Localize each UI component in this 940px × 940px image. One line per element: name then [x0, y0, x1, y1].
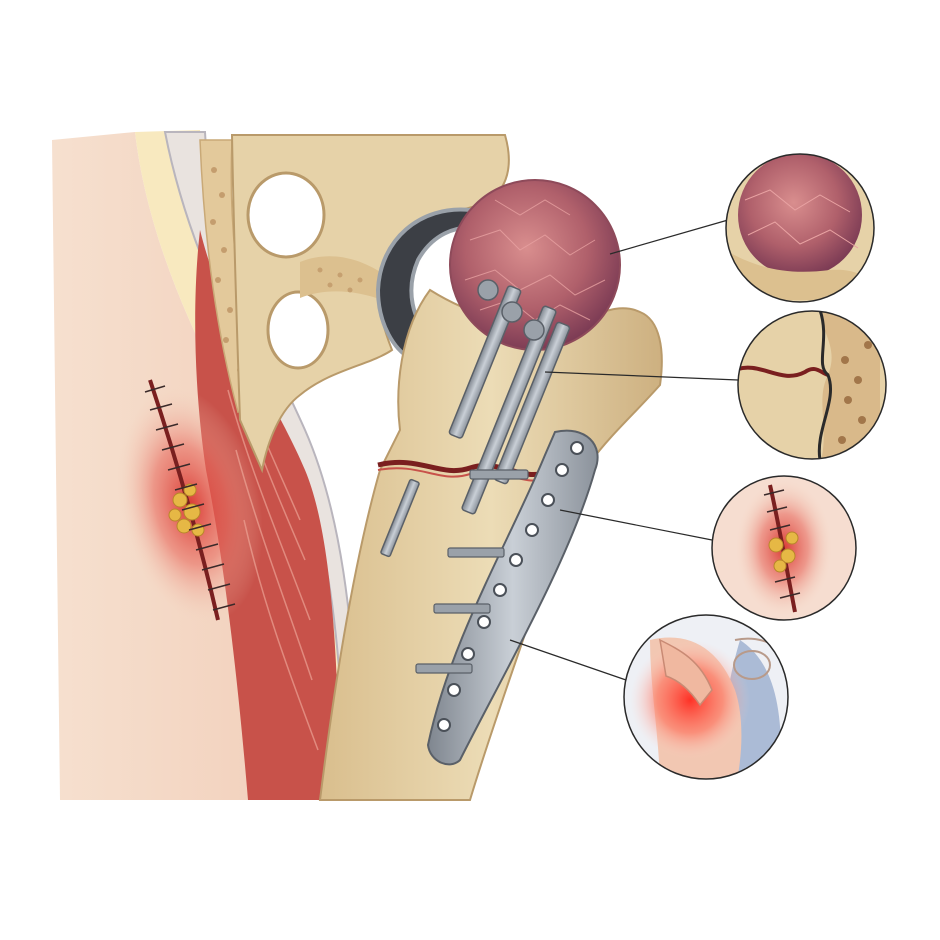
inset-wound — [711, 475, 857, 621]
inset-fracture — [737, 310, 887, 460]
inset-hip-pain — [623, 614, 789, 780]
hand-icon — [659, 638, 713, 707]
fixation-plate — [415, 429, 599, 766]
pelvis-bone — [230, 134, 510, 474]
lag-screws — [380, 279, 571, 558]
infected-incision — [117, 379, 263, 624]
inset-femoral-head — [725, 153, 875, 303]
leader-lines — [509, 219, 739, 681]
sutures — [144, 385, 236, 611]
